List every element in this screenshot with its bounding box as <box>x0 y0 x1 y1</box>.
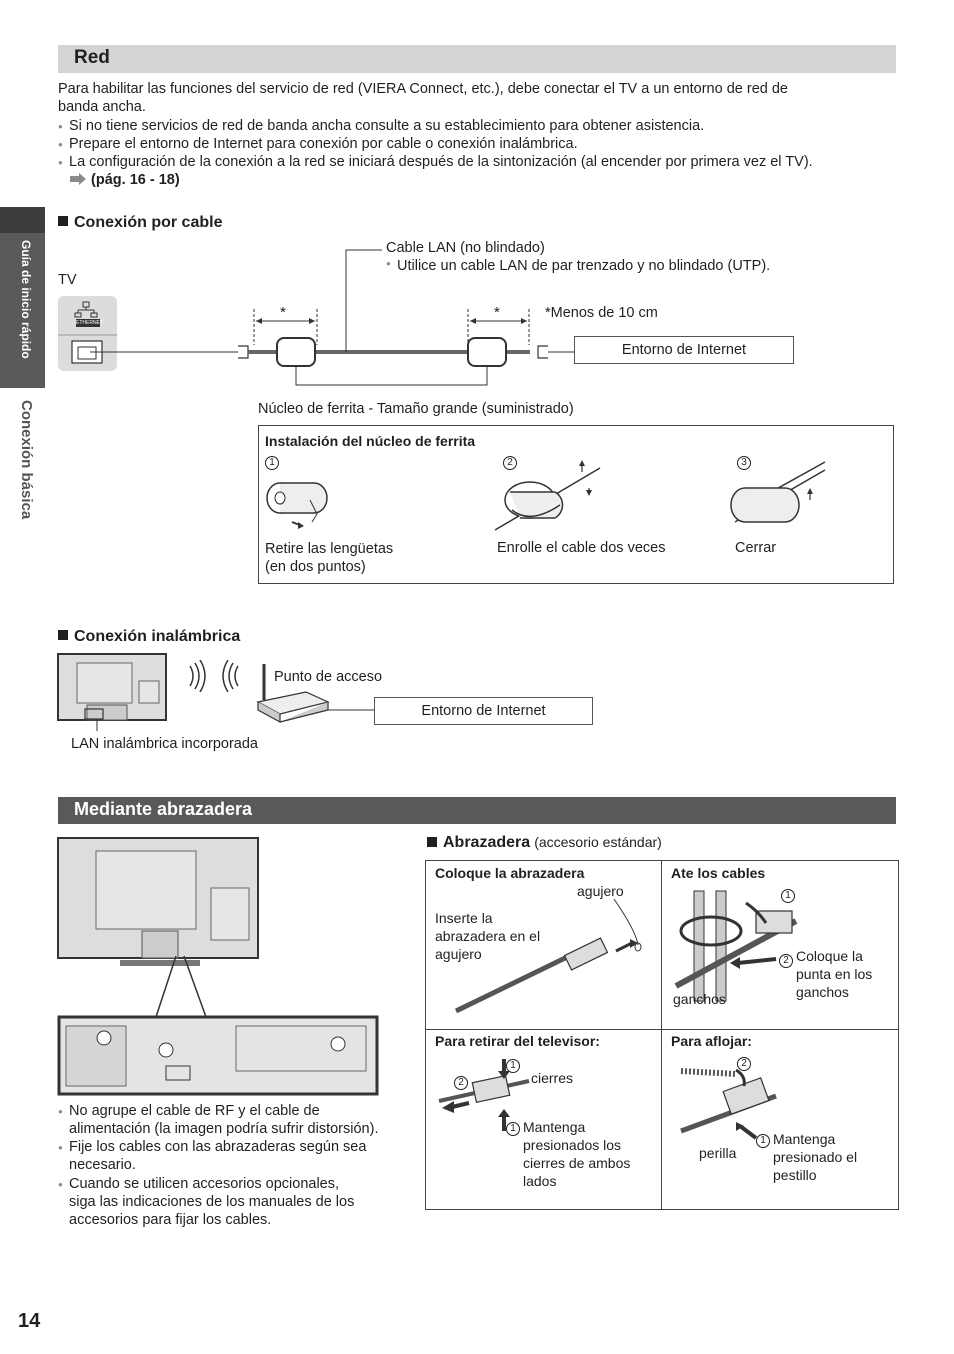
access-point-label: Punto de acceso <box>274 669 383 685</box>
arrow-right-icon <box>70 173 86 185</box>
tv-label: TV <box>58 272 77 288</box>
intro-line-2: banda ancha. <box>58 99 146 115</box>
intro-paragraph: Para habilitar las funciones del servici… <box>58 80 898 116</box>
ferrite-closed-illustration <box>730 461 826 523</box>
intro-line-1: Para habilitar las funciones del servici… <box>58 81 788 97</box>
cell-title: Para retirar del televisor: <box>435 1033 600 1049</box>
tv-clamp-illustration <box>57 837 379 1096</box>
wired-heading: Conexión por cable <box>58 214 222 232</box>
step-number: 1 <box>756 1131 770 1148</box>
tv-back-illustration <box>57 653 167 731</box>
side-tab <box>0 207 45 388</box>
section-title: Red <box>74 47 110 68</box>
cell-title: Coloque la abrazadera <box>435 865 585 881</box>
step-number: 2 <box>503 453 517 470</box>
dimension-star: * <box>280 304 286 321</box>
clamp-instructions-table: Coloque la abrazadera agujero Inserte la… <box>425 860 899 1210</box>
bullet-item: La configuración de la conexión a la red… <box>58 153 813 172</box>
section-title: Mediante abrazadera <box>74 799 253 819</box>
clamp-loosen-illustration <box>680 1068 777 1140</box>
wifi-signal-icon <box>189 660 239 692</box>
dimension-star: * <box>494 304 500 321</box>
hole-label: agujero <box>577 883 624 899</box>
clamp-heading: Abrazadera (accesorio estándar) <box>427 834 662 852</box>
cell-title: Ate los cables <box>671 865 766 881</box>
step-number: 2 <box>737 1054 751 1071</box>
clamp-note: Fije los cables con las abrazaderas segú… <box>58 1138 366 1174</box>
side-section-label: Conexión básica <box>18 400 35 520</box>
section-header-clamp: Mediante abrazadera <box>58 797 896 824</box>
clamp-insert-illustration <box>454 898 642 1014</box>
distance-note: *Menos de 10 cm <box>545 305 658 321</box>
square-bullet-icon <box>427 837 437 847</box>
access-point-icon <box>256 664 374 724</box>
page-number: 14 <box>18 1310 41 1332</box>
latches-label: cierres <box>531 1070 574 1086</box>
cable-tie-illustration <box>674 890 798 1002</box>
bullet-item: Si no tiene servicios de red de banda an… <box>58 117 704 136</box>
step-number: 1 <box>781 886 795 903</box>
ethernet-label: ETHERNET <box>76 319 103 327</box>
network-icon <box>74 301 98 318</box>
ferrite-box-title: Instalación del núcleo de ferrita <box>265 433 476 449</box>
step-number: 2 <box>779 951 793 968</box>
cell-title: Para aflojar: <box>671 1033 752 1049</box>
bullet-item: Prepare el entorno de Internet para cone… <box>58 135 578 154</box>
step-number: 1 <box>506 1056 520 1073</box>
step-number: 1 <box>506 1119 520 1136</box>
side-tab-top <box>0 207 45 233</box>
page-reference: (pág. 16 - 18) <box>69 171 180 189</box>
clamp-note: Cuando se utilicen accesorios opcionales… <box>58 1175 354 1229</box>
ferrite-core-label: Núcleo de ferrita - Tamaño grande (sumin… <box>258 401 574 417</box>
step-number: 2 <box>454 1073 468 1090</box>
square-bullet-icon <box>58 216 68 226</box>
side-tab-guide-label: Guía de inicio rápido <box>19 240 33 359</box>
section-header-red: Red <box>58 45 896 73</box>
page-ref-text: (pág. 16 - 18) <box>91 172 180 188</box>
ferrite-open-illustration <box>266 482 328 529</box>
wired-cable-diagram <box>90 249 574 386</box>
internet-environment-box: Entorno de Internet <box>574 336 794 364</box>
step-number: 3 <box>737 453 751 470</box>
lan-cable-note: Utilice un cable LAN de par trenzado y n… <box>386 258 770 274</box>
wireless-heading: Conexión inalámbrica <box>58 628 240 646</box>
square-bullet-icon <box>58 630 68 640</box>
step-number: 1 <box>265 453 279 470</box>
step-caption: Cerrar <box>735 540 777 556</box>
builtin-wireless-lan-label: LAN inalámbrica incorporada <box>71 736 258 752</box>
clamp-remove-illustration <box>438 1059 530 1131</box>
step-caption: Retire las lengüetas(en dos puntos) <box>265 541 394 575</box>
ferrite-wrap-illustration <box>494 460 601 531</box>
internet-environment-box: Entorno de Internet <box>374 697 593 725</box>
clamp-note: No agrupe el cable de RF y el cable deal… <box>58 1102 379 1138</box>
step-caption: Enrolle el cable dos veces <box>497 540 666 556</box>
hooks-label: ganchos <box>673 991 726 1007</box>
ferrite-installation-box <box>258 425 894 584</box>
knob-label: perilla <box>699 1145 737 1161</box>
lan-cable-label: Cable LAN (no blindado) <box>386 240 545 256</box>
